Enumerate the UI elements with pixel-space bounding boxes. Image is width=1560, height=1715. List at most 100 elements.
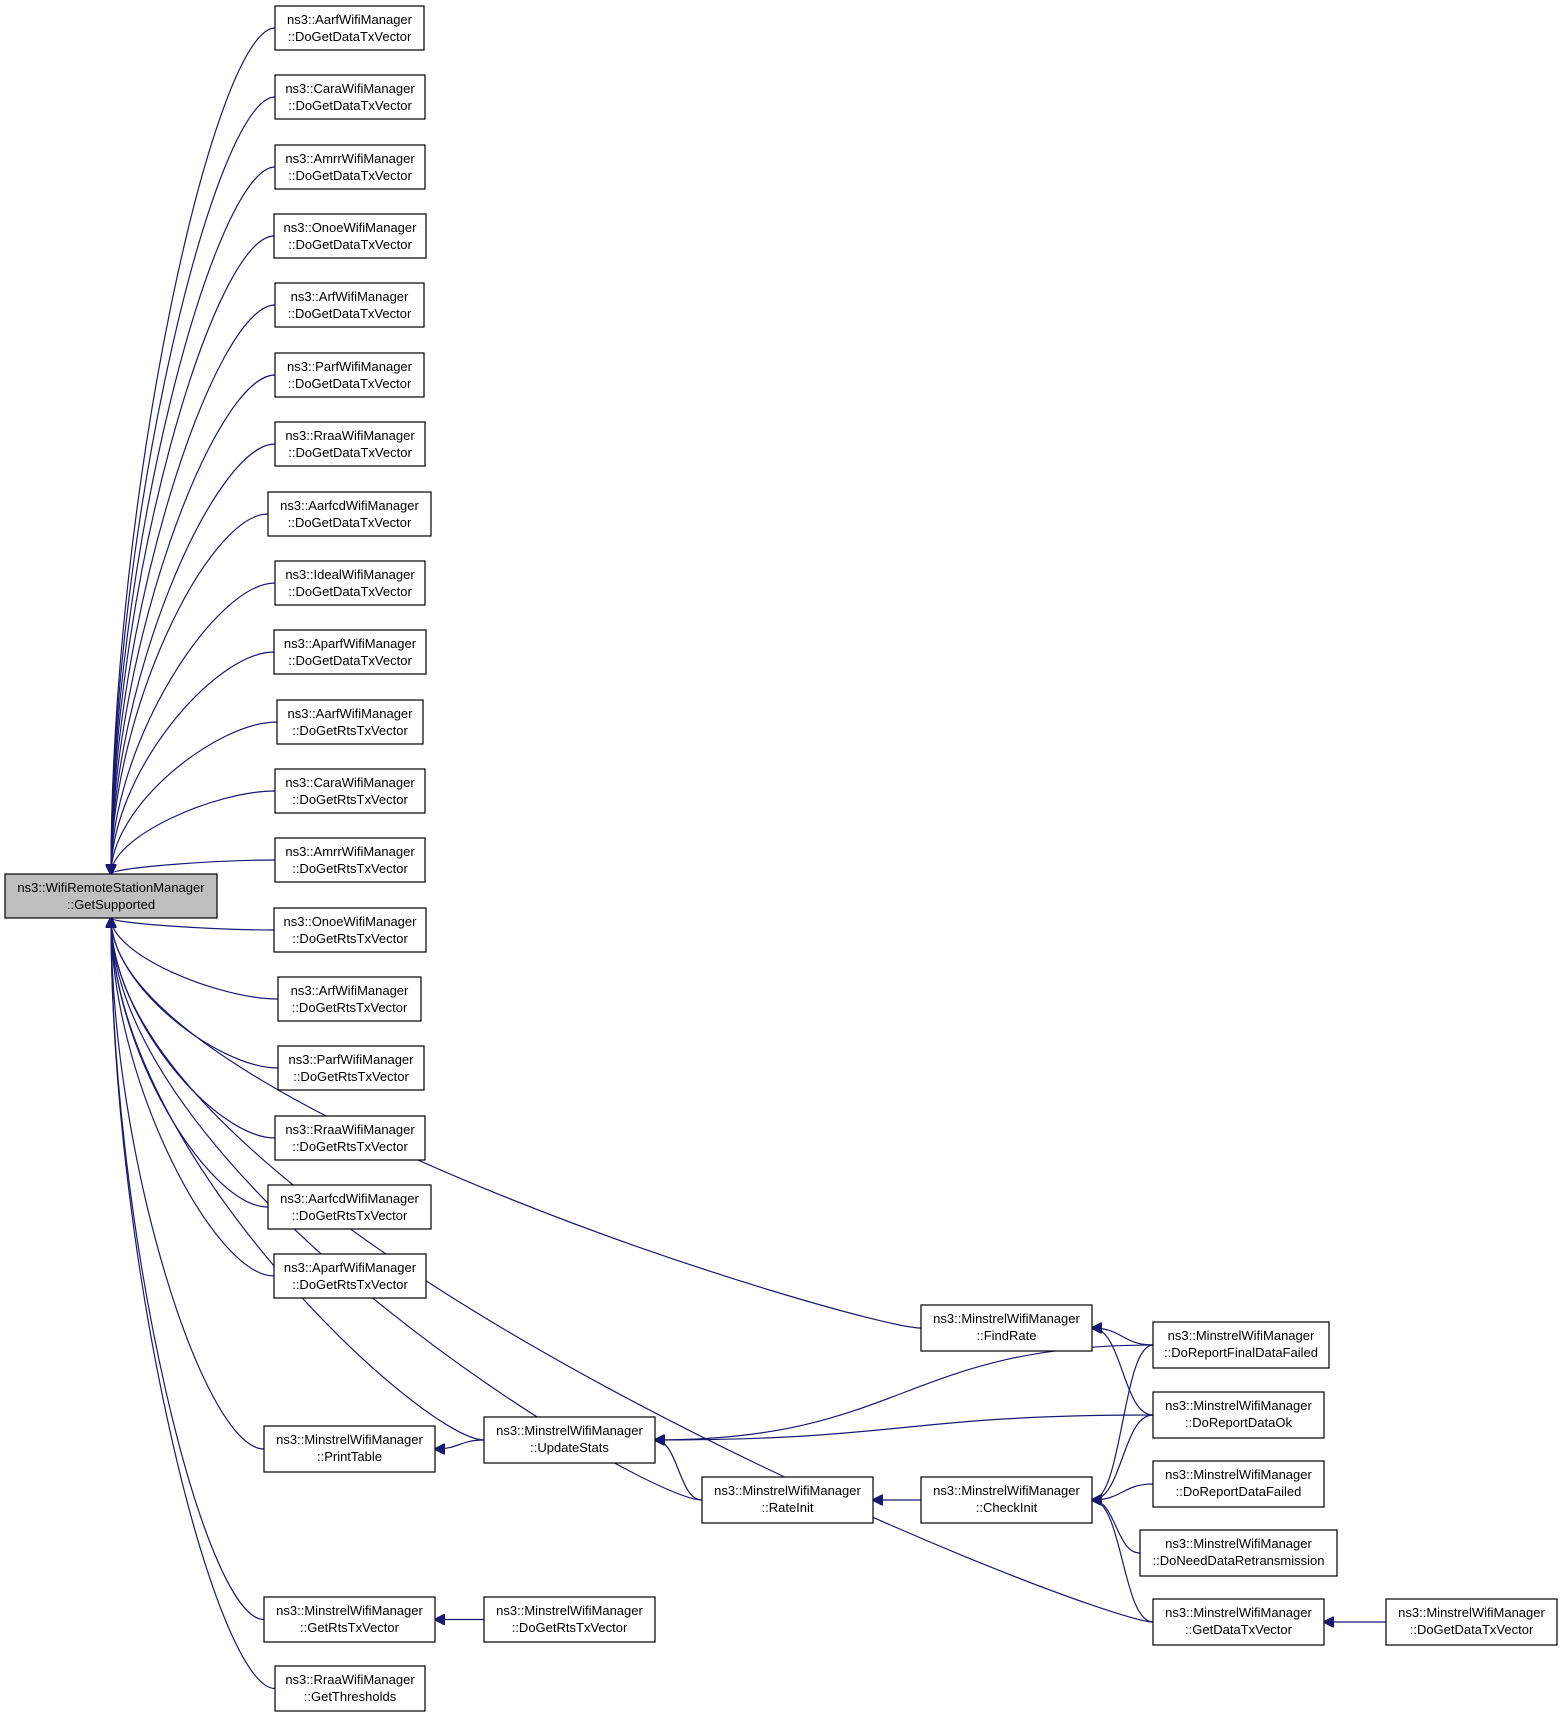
node-ideal-data[interactable]: ns3::IdealWifiManager::DoGetDataTxVector	[274, 560, 426, 606]
node-aarfcd-rts[interactable]: ns3::AarfcdWifiManager::DoGetRtsTxVector	[267, 1184, 432, 1230]
edge-layer	[111, 27, 1386, 1690]
node-method-label: ::DoGetRtsTxVector	[292, 1208, 408, 1223]
node-method-label: ::DoGetRtsTxVector	[292, 792, 408, 807]
edge-m_rateinit-to-m_updatestats	[655, 1440, 703, 1501]
node-method-label: ::DoGetDataTxVector	[288, 168, 412, 183]
node-m-dogetrts[interactable]: ns3::MinstrelWifiManager::DoGetRtsTxVect…	[483, 1596, 656, 1643]
node-box	[483, 1596, 656, 1643]
node-method-label: ::GetDataTxVector	[1185, 1622, 1293, 1637]
node-box	[274, 144, 426, 190]
node-arf-data[interactable]: ns3::ArfWifiManager::DoGetDataTxVector	[274, 282, 425, 328]
edge-aarfcd_data-to-root	[111, 513, 269, 874]
edge-onoe_rts-to-root	[111, 918, 275, 931]
node-parf-rts[interactable]: ns3::ParfWifiManager::DoGetRtsTxVector	[277, 1045, 425, 1091]
node-method-label: ::DoGetDataTxVector	[288, 445, 412, 460]
node-method-label: ::GetSupported	[67, 897, 155, 912]
node-m-reportfinal[interactable]: ns3::MinstrelWifiManager::DoReportFinalD…	[1152, 1321, 1330, 1369]
edge-m_getdata-to-m_checkinit	[1092, 1500, 1154, 1623]
node-method-label: ::DoGetRtsTxVector	[292, 723, 408, 738]
node-method-label: ::DoReportDataFailed	[1176, 1484, 1302, 1499]
node-aarf-data[interactable]: ns3::AarfWifiManager::DoGetDataTxVector	[274, 5, 425, 51]
node-method-label: ::GetThresholds	[304, 1689, 397, 1704]
node-m-findrate[interactable]: ns3::MinstrelWifiManager::FindRate	[920, 1304, 1093, 1352]
edge-arf_data-to-root	[111, 304, 276, 874]
node-m-getrts[interactable]: ns3::MinstrelWifiManager::GetRtsTxVector	[263, 1596, 436, 1643]
node-class-label: ns3::OnoeWifiManager	[284, 220, 418, 235]
node-class-label: ns3::MinstrelWifiManager	[276, 1603, 423, 1618]
node-root[interactable]: ns3::WifiRemoteStationManager::GetSuppor…	[4, 873, 218, 919]
edge-m_getdata-to-root	[111, 918, 1154, 1623]
node-cara-data[interactable]: ns3::CaraWifiManager::DoGetDataTxVector	[274, 74, 426, 120]
edge-amrr_data-to-root	[111, 166, 276, 874]
node-m-printtable[interactable]: ns3::MinstrelWifiManager::PrintTable	[263, 1425, 436, 1473]
node-aparf-rts[interactable]: ns3::AparfWifiManager::DoGetRtsTxVector	[273, 1253, 427, 1299]
edge-m_findrate-to-root	[111, 918, 922, 1329]
node-m-reportfailed[interactable]: ns3::MinstrelWifiManager::DoReportDataFa…	[1152, 1460, 1325, 1508]
node-box	[4, 873, 218, 919]
node-rraa-rts[interactable]: ns3::RraaWifiManager::DoGetRtsTxVector	[274, 1115, 426, 1161]
node-box	[1152, 1391, 1325, 1439]
edge-aarf_rts-to-root	[111, 721, 278, 874]
node-class-label: ns3::MinstrelWifiManager	[1165, 1467, 1312, 1482]
node-method-label: ::UpdateStats	[530, 1440, 609, 1455]
node-box	[267, 491, 432, 537]
node-m-reportok[interactable]: ns3::MinstrelWifiManager::DoReportDataOk	[1152, 1391, 1325, 1439]
node-m-updatestats[interactable]: ns3::MinstrelWifiManager::UpdateStats	[483, 1416, 656, 1464]
node-m-dogetdata[interactable]: ns3::MinstrelWifiManager::DoGetDataTxVec…	[1385, 1598, 1558, 1646]
node-method-label: ::DoGetDataTxVector	[1410, 1622, 1534, 1637]
node-m-getdata[interactable]: ns3::MinstrelWifiManager::GetDataTxVecto…	[1152, 1598, 1325, 1646]
node-amrr-rts[interactable]: ns3::AmrrWifiManager::DoGetRtsTxVector	[274, 837, 426, 883]
node-box	[483, 1416, 656, 1464]
node-class-label: ns3::MinstrelWifiManager	[1168, 1328, 1315, 1343]
node-m-needretx[interactable]: ns3::MinstrelWifiManager::DoNeedDataRetr…	[1139, 1529, 1338, 1577]
node-rraa-thresholds[interactable]: ns3::RraaWifiManager::GetThresholds	[274, 1665, 426, 1712]
node-method-label: ::DoGetRtsTxVector	[292, 931, 408, 946]
node-method-label: ::RateInit	[761, 1500, 813, 1515]
node-m-checkinit[interactable]: ns3::MinstrelWifiManager::CheckInit	[920, 1476, 1093, 1524]
node-class-label: ns3::AmrrWifiManager	[285, 151, 415, 166]
node-arf-rts[interactable]: ns3::ArfWifiManager::DoGetRtsTxVector	[277, 976, 422, 1022]
node-method-label: ::DoGetRtsTxVector	[512, 1620, 628, 1635]
node-box	[274, 5, 425, 51]
node-cara-rts[interactable]: ns3::CaraWifiManager::DoGetRtsTxVector	[274, 768, 426, 814]
node-box	[1152, 1460, 1325, 1508]
edge-parf_data-to-root	[111, 374, 276, 874]
edge-rraa_data-to-root	[111, 443, 276, 874]
node-class-label: ns3::RraaWifiManager	[285, 428, 415, 443]
node-box	[273, 907, 427, 953]
node-class-label: ns3::AarfcdWifiManager	[280, 498, 419, 513]
node-class-label: ns3::OnoeWifiManager	[284, 914, 418, 929]
node-box	[263, 1596, 436, 1643]
node-class-label: ns3::MinstrelWifiManager	[496, 1423, 643, 1438]
node-class-label: ns3::WifiRemoteStationManager	[17, 880, 205, 895]
node-class-label: ns3::ArfWifiManager	[291, 983, 409, 998]
edge-cara_rts-to-root	[111, 790, 276, 874]
node-parf-data[interactable]: ns3::ParfWifiManager::DoGetDataTxVector	[274, 352, 425, 398]
node-method-label: ::CheckInit	[976, 1500, 1038, 1515]
edge-m_getrts-to-root	[111, 918, 265, 1621]
node-onoe-rts[interactable]: ns3::OnoeWifiManager::DoGetRtsTxVector	[273, 907, 427, 953]
node-method-label: ::FindRate	[977, 1328, 1037, 1343]
node-amrr-data[interactable]: ns3::AmrrWifiManager::DoGetDataTxVector	[274, 144, 426, 190]
node-aarfcd-data[interactable]: ns3::AarfcdWifiManager::DoGetDataTxVecto…	[267, 491, 432, 537]
node-m-rateinit[interactable]: ns3::MinstrelWifiManager::RateInit	[701, 1476, 874, 1524]
edge-aarfcd_rts-to-root	[111, 918, 269, 1208]
node-class-label: ns3::CaraWifiManager	[285, 775, 415, 790]
node-rraa-data[interactable]: ns3::RraaWifiManager::DoGetDataTxVector	[274, 421, 426, 467]
edge-m_needretx-to-m_checkinit	[1092, 1500, 1141, 1554]
node-box	[273, 629, 427, 675]
node-method-label: ::DoReportFinalDataFailed	[1164, 1345, 1318, 1360]
node-class-label: ns3::RraaWifiManager	[285, 1122, 415, 1137]
edge-arf_rts-to-root	[111, 918, 279, 1000]
node-box	[274, 837, 426, 883]
node-box	[1152, 1598, 1325, 1646]
node-onoe-data[interactable]: ns3::OnoeWifiManager::DoGetDataTxVector	[273, 213, 427, 259]
node-aarf-rts[interactable]: ns3::AarfWifiManager::DoGetRtsTxVector	[276, 699, 424, 745]
node-aparf-data[interactable]: ns3::AparfWifiManager::DoGetDataTxVector	[273, 629, 427, 675]
node-method-label: ::DoGetRtsTxVector	[292, 861, 408, 876]
node-method-label: ::DoGetDataTxVector	[288, 515, 412, 530]
node-class-label: ns3::MinstrelWifiManager	[496, 1603, 643, 1618]
edge-m_rateinit-to-root	[111, 918, 703, 1501]
edge-cara_data-to-root	[111, 96, 276, 874]
node-class-label: ns3::CaraWifiManager	[285, 81, 415, 96]
